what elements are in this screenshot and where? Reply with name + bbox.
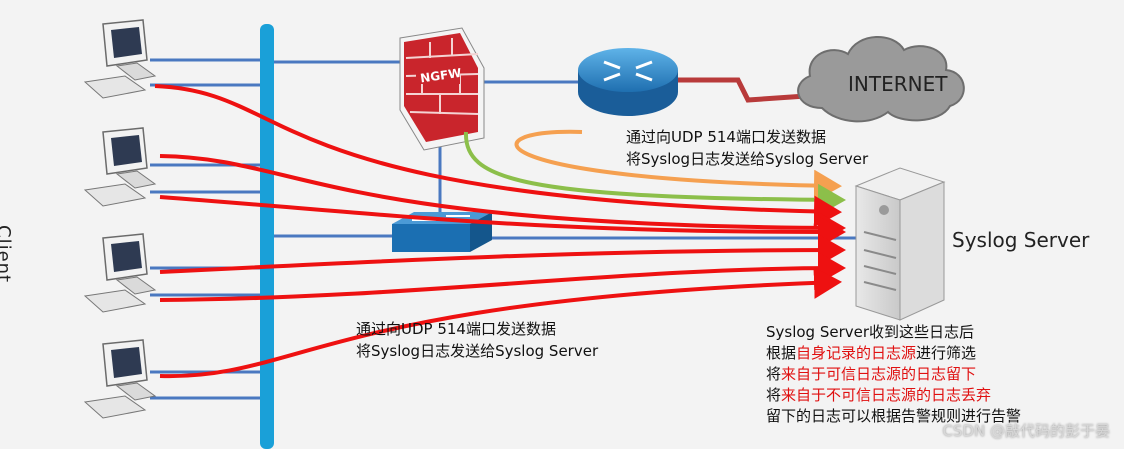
- ngfw-firewall-icon: NGFW: [399, 27, 485, 151]
- note-right-line2-suffix: 进行筛选: [916, 344, 977, 362]
- note-right-line4: 将来自于不可信日志源的日志丢弃: [766, 385, 1021, 406]
- router-icon: [578, 48, 678, 116]
- note-right-line4-red: 来自于不可信日志源的日志丢弃: [781, 386, 992, 404]
- syslog-server-icon: [854, 167, 946, 321]
- note-bottom-line1: 通过向UDP 514端口发送数据: [356, 320, 556, 338]
- internet-label: INTERNET: [848, 72, 948, 96]
- note-bottom: 通过向UDP 514端口发送数据 将Syslog日志发送给Syslog Serv…: [356, 318, 598, 362]
- note-right-line3-prefix: 将: [766, 365, 782, 383]
- client-pc-3: [83, 233, 157, 313]
- internet-cloud-icon: [797, 36, 965, 123]
- note-bottom-line2: 将Syslog日志发送给Syslog Server: [356, 342, 599, 360]
- note-right-line4-prefix: 将: [766, 386, 782, 404]
- client-label: Client: [0, 225, 14, 284]
- ngfw-label: NGFW: [419, 66, 462, 86]
- syslog-server-label: Syslog Server: [952, 228, 1090, 252]
- note-right-line2-red: 自身记录的日志源: [796, 344, 917, 362]
- note-right-line1: Syslog Server收到这些日志后: [766, 323, 975, 341]
- network-bus: [260, 24, 274, 449]
- note-right-line2-prefix: 根据: [766, 344, 797, 362]
- wan-link: [676, 77, 807, 103]
- watermark: CSDN @敲代码的彭于晏: [942, 422, 1110, 440]
- note-right-line3-red: 来自于可信日志源的日志留下: [781, 365, 977, 383]
- note-right-line2: 根据自身记录的日志源进行筛选: [766, 343, 1021, 364]
- client-pc-2: [83, 127, 157, 207]
- client-pc-1: [83, 19, 157, 99]
- orange-arrow: [514, 129, 842, 202]
- note-top-line2: 将Syslog日志发送给Syslog Server: [626, 150, 869, 168]
- note-top-line1: 通过向UDP 514端口发送数据: [626, 128, 826, 146]
- green-arrow: [463, 131, 846, 216]
- note-right: Syslog Server收到这些日志后 根据自身记录的日志源进行筛选 将来自于…: [766, 322, 1021, 427]
- client-pc-4: [83, 339, 157, 419]
- note-right-line3: 将来自于可信日志源的日志留下: [766, 364, 1021, 385]
- note-right-line5: 留下的日志可以根据告警规则进行告警: [766, 407, 1022, 425]
- note-top: 通过向UDP 514端口发送数据 将Syslog日志发送给Syslog Serv…: [626, 126, 868, 170]
- red-arrows: [154, 84, 846, 379]
